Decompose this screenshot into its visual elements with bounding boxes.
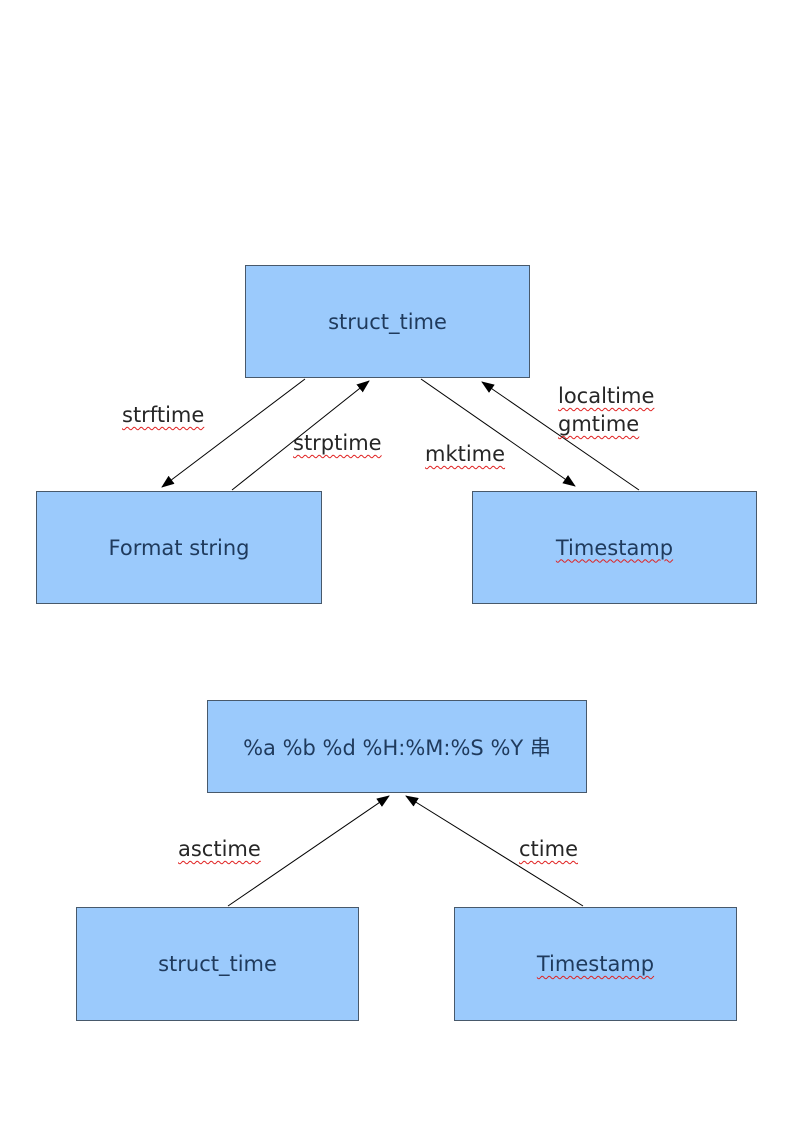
- arrow-strptime: [231, 380, 370, 491]
- edge-label-strptime: strptime: [293, 431, 382, 455]
- arrow-mktime: [420, 378, 576, 487]
- node-timestamp-top-label: Timestamp: [555, 535, 674, 560]
- node-struct-time-top: struct_time: [245, 265, 530, 378]
- node-struct-time-bottom: struct_time: [76, 907, 359, 1021]
- node-struct-time-top-label: struct_time: [328, 309, 447, 334]
- arrow-strftime: [161, 378, 306, 488]
- node-format-pattern: %a %b %d %H:%M:%S %Y 串: [207, 700, 587, 793]
- edge-label-ctime: ctime: [519, 837, 578, 861]
- node-timestamp-bottom: Timestamp: [454, 907, 737, 1021]
- edge-label-mktime: mktime: [425, 442, 506, 466]
- node-format-string: Format string: [36, 491, 322, 604]
- arrow-ctime: [405, 795, 584, 907]
- arrow-asctime: [227, 795, 390, 907]
- edge-label-localtime-gmtime: localtime gmtime: [558, 384, 655, 436]
- node-format-string-label: Format string: [108, 535, 250, 560]
- node-timestamp-bottom-label: Timestamp: [536, 952, 655, 976]
- node-struct-time-bottom-label: struct_time: [158, 952, 277, 976]
- node-timestamp-top: Timestamp: [472, 491, 757, 604]
- edge-label-asctime: asctime: [178, 837, 261, 861]
- node-format-pattern-label: %a %b %d %H:%M:%S %Y 串: [243, 735, 551, 760]
- arrow-localtime-gmtime: [481, 381, 640, 491]
- edge-label-strftime: strftime: [122, 403, 205, 427]
